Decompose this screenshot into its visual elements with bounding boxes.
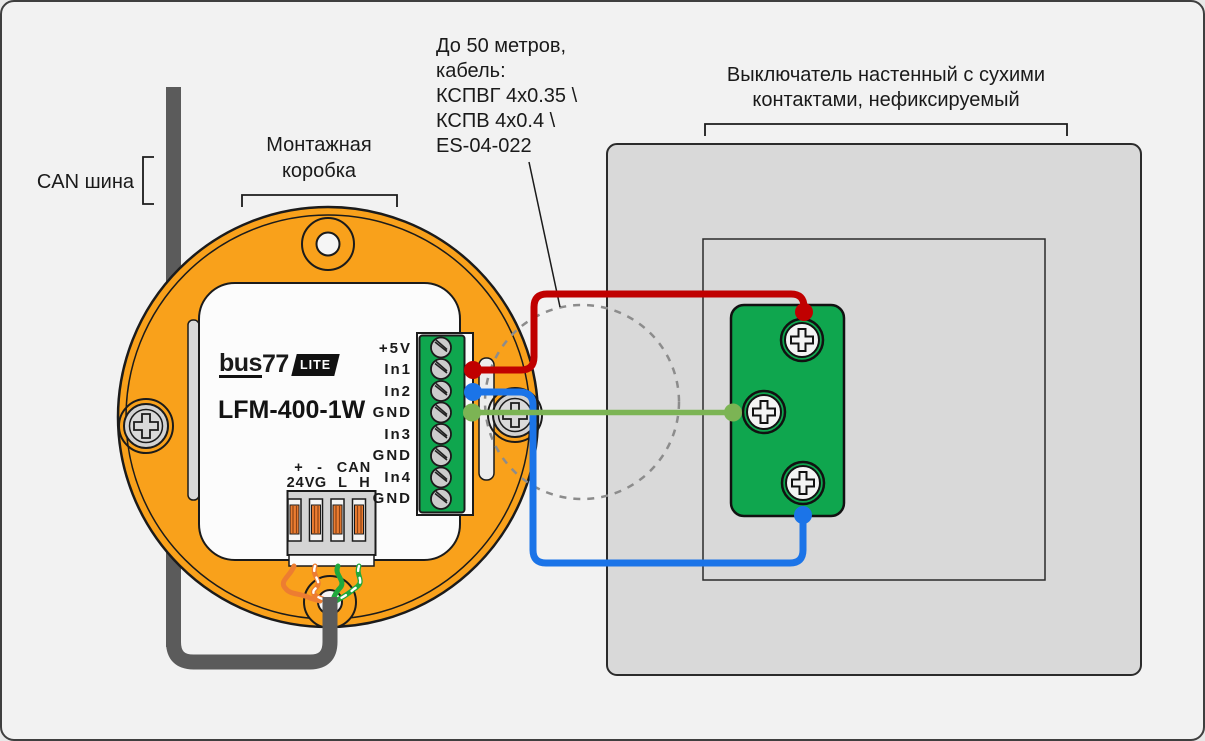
cable-note-line: КСПВ 4x0.4 \: [436, 110, 556, 132]
dot-blue-device: [464, 383, 482, 401]
bus-label-minus: -: [317, 460, 323, 476]
input-terminal-block: [416, 332, 474, 516]
contact-slot: [287, 498, 302, 542]
lfm-device: [116, 205, 543, 629]
terminal-label-in4: In4: [384, 468, 412, 486]
connector-contacts: [287, 498, 367, 542]
terminal-label-in3: In3: [384, 425, 412, 443]
switch-bracket: [704, 123, 1068, 136]
switch-inner-frame: [702, 238, 1046, 581]
cable-note-line: ES-04-022: [436, 135, 532, 157]
top-mounting-hole: [301, 217, 355, 271]
terminal-label-5v: +5V: [378, 339, 412, 357]
switch-screw-bottom: [780, 460, 826, 506]
contact-slot: [308, 498, 324, 542]
bus-label-h: H: [359, 475, 371, 491]
bus-label-plus: +: [294, 460, 304, 476]
switch-note: Выключатель настенный с сухими контактам…: [686, 63, 1086, 113]
wire-orange-white-stripes: [312, 564, 327, 602]
screw-cross-icon: [790, 328, 814, 352]
can-bus-bracket: [142, 156, 154, 205]
cable-dashed-circle: [483, 303, 681, 501]
screw-cross-icon: [791, 471, 815, 495]
wire-blue-in2: [473, 388, 807, 567]
can-bus-label-text: CAN шина: [36, 171, 134, 193]
mounting-box-bracket: [241, 194, 398, 207]
contact-slot: [351, 498, 367, 542]
dot-red-switch: [795, 303, 813, 321]
switch-note-line1: Выключатель настенный с сухими: [726, 64, 1046, 86]
bus-label-l: L: [338, 475, 348, 491]
cable-note: До 50 метров, кабель: КСПВГ 4x0.35 \ КСП…: [436, 34, 577, 159]
switch-terminal-block: [729, 303, 846, 518]
lite-badge: LITE: [291, 353, 340, 376]
brand-text: bus: [219, 348, 262, 378]
wire-green-white-stripes: [334, 564, 362, 603]
cable-note-line: кабель:: [436, 60, 506, 82]
cable-note-line: До 50 метров,: [436, 35, 567, 57]
can-trunk-loop: [166, 597, 338, 670]
brand-number: 77: [261, 350, 289, 378]
signal-wires: [472, 290, 808, 567]
panel-left-tab: [187, 319, 200, 501]
cable-note-pointer-line: [528, 161, 561, 308]
terminal-label-in1: In1: [384, 361, 412, 378]
terminal-label-in2: In2: [384, 382, 412, 400]
wire-junction-dots: [463, 303, 813, 524]
top-hole: [315, 231, 341, 257]
wire-orange: [280, 563, 323, 604]
wall-switch-plate: [606, 143, 1142, 676]
terminal-screw-slots: [434, 339, 448, 504]
cable-note-line: КСПВГ 4x0.35 \: [436, 85, 578, 107]
switch-screw-top: [779, 317, 825, 363]
switch-note-line2: контактами, нефиксируемый: [752, 89, 1020, 111]
wire-red-in1: [473, 290, 808, 374]
mounting-box-line1: Монтажная: [266, 134, 372, 156]
connector-base: [288, 554, 375, 567]
switch-outer-plate: [606, 143, 1142, 676]
contact-slot: [330, 498, 345, 542]
can-bus-label: CAN шина: [30, 170, 134, 195]
dot-blue-switch: [794, 506, 812, 524]
device-screw-left: [118, 398, 174, 454]
lite-badge-text: LITE: [299, 357, 331, 372]
dot-green-switch: [724, 403, 742, 422]
screw-cross-icon: [752, 400, 776, 424]
terminal-label-gnd: GND: [372, 490, 412, 507]
switch-screw-middle: [741, 389, 787, 435]
bus-label-g: G: [314, 475, 328, 491]
panel-right-tab: [478, 357, 495, 481]
dot-red-device: [464, 361, 482, 379]
terminal-label-gnd: GND: [372, 404, 412, 421]
screw-cross-icon: [133, 413, 159, 439]
device-model: LFM-400-1W: [218, 396, 366, 424]
bus-connector: [286, 490, 377, 567]
bus-label-24v: 24V: [286, 475, 316, 491]
mounting-box-label: Монтажная коробка: [219, 132, 419, 184]
mounting-box-line2: коробка: [281, 160, 357, 182]
dot-green-device: [463, 403, 481, 422]
terminal-label-gnd: GND: [372, 447, 412, 464]
bus-label-can: CAN: [336, 460, 372, 476]
annotation-brackets: [142, 123, 1068, 207]
